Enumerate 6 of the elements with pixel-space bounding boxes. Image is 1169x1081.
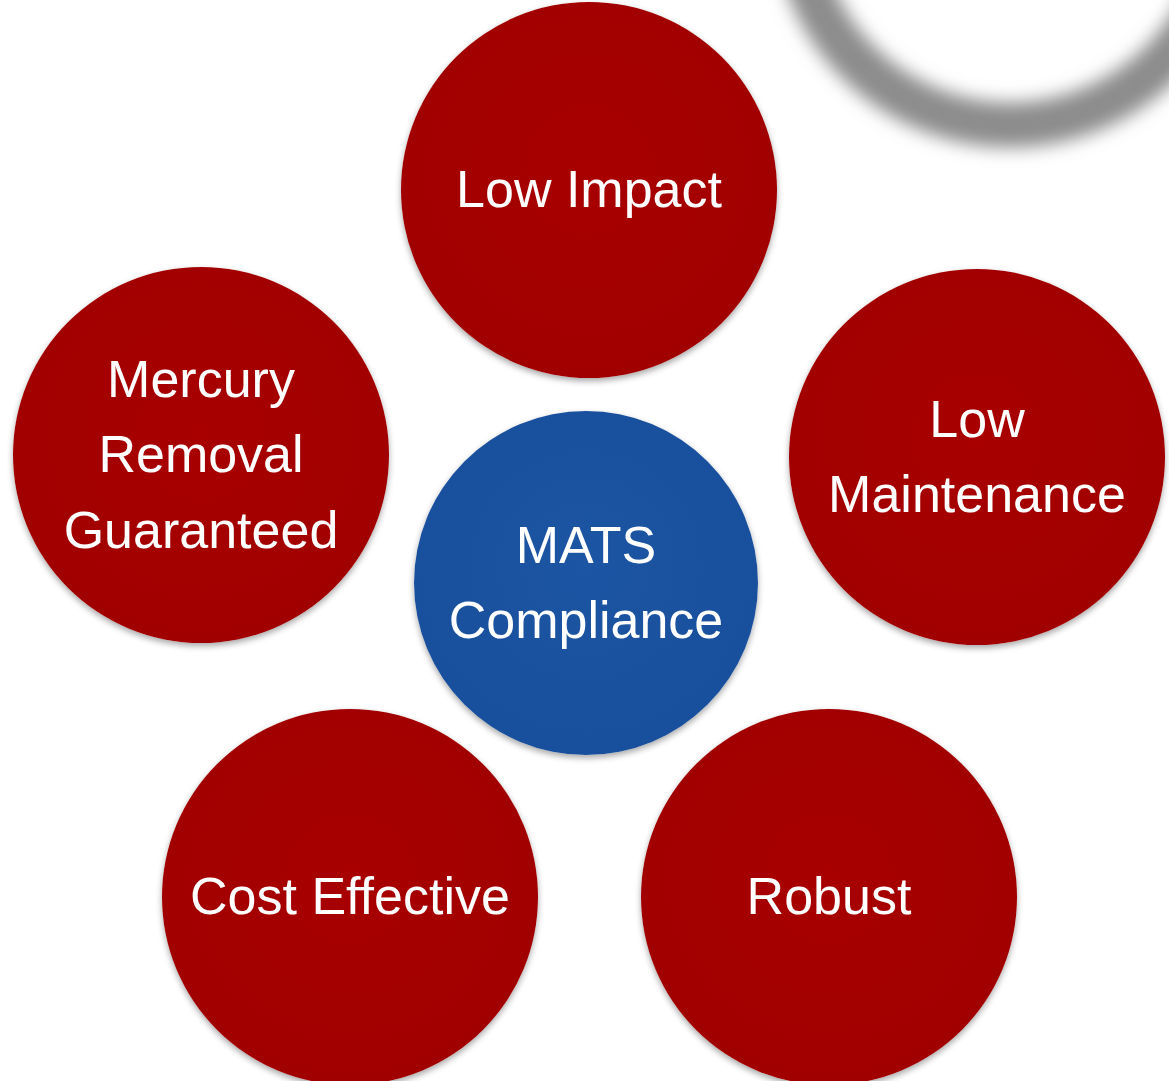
circle-label: Robust (746, 866, 912, 928)
circle-label: Low Impact (456, 159, 722, 221)
circle-label: Cost Effective (190, 866, 510, 928)
circle-label: Mercury Removal Guaranteed (62, 348, 340, 561)
circle-label: MATS Compliance (447, 514, 725, 651)
circle-label: Low Maintenance (827, 388, 1127, 525)
